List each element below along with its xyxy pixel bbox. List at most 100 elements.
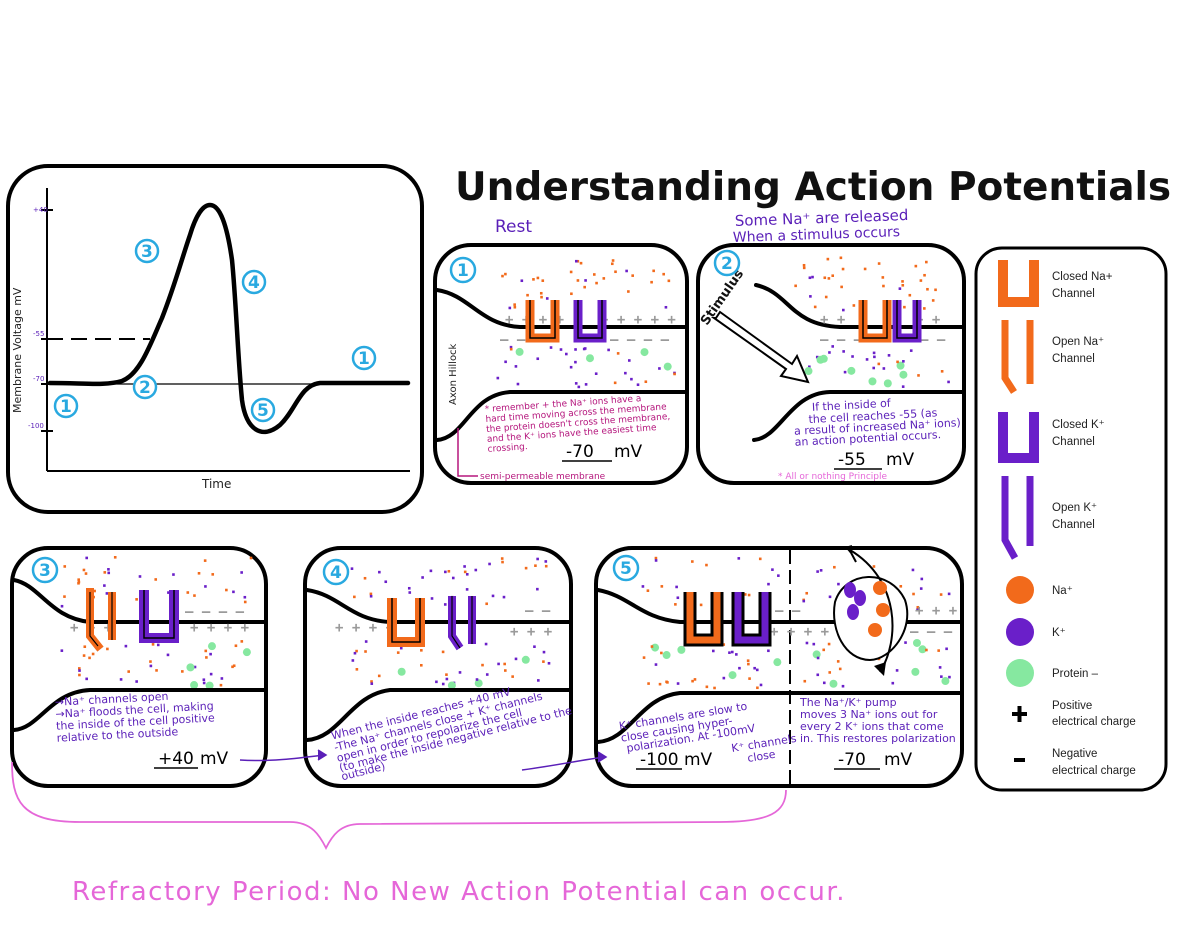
potassium-particle <box>544 560 548 563</box>
potassium-particle <box>811 275 814 279</box>
ion-particles-p3 <box>60 556 253 690</box>
potassium-particle <box>676 682 680 685</box>
sodium-particle <box>485 602 488 606</box>
sodium-particle <box>363 576 367 580</box>
potassium-particle <box>240 571 243 574</box>
potassium-particle <box>675 585 678 589</box>
legend-open-na-icon <box>1001 320 1017 394</box>
potassium-particle <box>85 556 89 560</box>
sodium-particle <box>576 279 580 282</box>
sodium-particle <box>63 565 67 568</box>
rest-heading: Rest <box>495 217 532 237</box>
legend-protein-label: Protein – <box>1052 668 1099 680</box>
protein-particle <box>868 377 877 386</box>
panel-3-voltage: +40 <box>158 749 194 769</box>
svg-text:+ + +: + + + <box>510 624 552 640</box>
potassium-particle <box>658 367 661 370</box>
sodium-particle <box>833 565 836 569</box>
protein-particle <box>883 379 892 388</box>
potassium-particle <box>730 650 734 654</box>
axon-hillock-label: Axon Hillock <box>448 343 459 405</box>
svg-text:– –: – – <box>920 332 946 348</box>
sodium-particle <box>662 272 665 276</box>
svg-text:If the inside of: If the inside of <box>812 397 893 414</box>
potassium-particle <box>172 573 175 576</box>
sodium-particle <box>542 660 545 663</box>
panel-1-number: 1 <box>449 256 477 284</box>
potassium-particle <box>909 349 913 352</box>
sodium-particle <box>660 651 663 655</box>
sodium-particle <box>826 257 830 261</box>
potassium-particle <box>895 669 899 672</box>
potassium-particle <box>812 642 816 646</box>
legend-closed-k-icon <box>998 412 1039 463</box>
protein-particle <box>447 681 456 690</box>
sodium-particle <box>82 654 86 657</box>
potassium-particle <box>831 345 835 348</box>
sodium-particle <box>923 307 926 310</box>
tick-label-70: -70 <box>33 375 44 383</box>
svg-text:mV: mV <box>886 450 915 470</box>
potassium-particle <box>887 354 891 357</box>
sodium-particle <box>896 360 899 364</box>
potassium-particle <box>919 587 923 590</box>
sodium-particle <box>583 285 586 289</box>
sodium-particle <box>369 592 373 596</box>
potassium-particle <box>574 348 577 351</box>
potassium-particle <box>220 677 224 680</box>
potassium-particle <box>491 594 495 598</box>
panel-5-number: 5 <box>612 554 640 582</box>
sodium-particle <box>839 256 843 260</box>
sodium-particle <box>823 276 827 280</box>
sodium-particle <box>743 593 747 596</box>
tick-label-40: +40 <box>33 206 48 214</box>
sodium-particle <box>841 267 845 271</box>
sodium-particle <box>232 664 236 668</box>
action-potential-graph: +40 -55 -70 -100 Membrane Voltage mV Tim… <box>6 164 424 514</box>
potassium-particle <box>124 644 128 648</box>
potassium-particle <box>204 585 207 588</box>
legend-plus-icon <box>1012 706 1027 722</box>
sodium-particle <box>899 584 903 588</box>
potassium-particle <box>475 678 479 681</box>
svg-text:→Na⁺ channels open: →Na⁺ channels open <box>55 690 169 709</box>
svg-text:The Na⁺/K⁺ pump: The Na⁺/K⁺ pump <box>799 696 897 709</box>
potassium-particle <box>435 680 438 684</box>
graph-step-3: 3 <box>134 238 160 264</box>
potassium-particle <box>711 649 715 653</box>
potassium-particle <box>496 376 500 380</box>
potassium-particle <box>443 603 447 606</box>
svg-text:1: 1 <box>358 349 370 369</box>
all-or-nothing-label: * All or nothing Principle <box>778 472 888 482</box>
potassium-particle <box>753 666 756 670</box>
protein-particle <box>521 655 530 664</box>
potassium-particle <box>429 569 433 573</box>
potassium-particle <box>536 557 539 561</box>
protein-particle <box>515 347 524 356</box>
panel-rest: + + + + + + + + + – – – – – – – Axon Hil… <box>433 243 689 485</box>
sodium-particle <box>595 281 598 285</box>
potassium-particle <box>407 586 411 590</box>
svg-text:close: close <box>746 748 776 765</box>
sodium-particle <box>234 644 238 648</box>
sodium-particle <box>650 645 654 648</box>
potassium-particle <box>78 669 81 672</box>
sodium-particle <box>840 285 843 289</box>
legend-k-icon <box>1006 618 1034 646</box>
sodium-particle <box>705 563 708 567</box>
potassium-particle <box>873 355 876 359</box>
sodium-particle <box>705 685 709 689</box>
potassium-particle <box>594 372 598 375</box>
potassium-particle <box>508 306 512 310</box>
potassium-particle <box>738 666 741 670</box>
potassium-particle <box>445 677 449 681</box>
svg-text:2: 2 <box>139 378 151 398</box>
sodium-particle <box>673 372 676 376</box>
potassium-particle <box>369 594 373 598</box>
protein-particle <box>662 651 671 660</box>
potassium-particle <box>232 590 235 594</box>
svg-text:+ +: + + <box>820 312 845 328</box>
sodium-particle <box>652 269 655 273</box>
sodium-particle <box>501 560 504 564</box>
